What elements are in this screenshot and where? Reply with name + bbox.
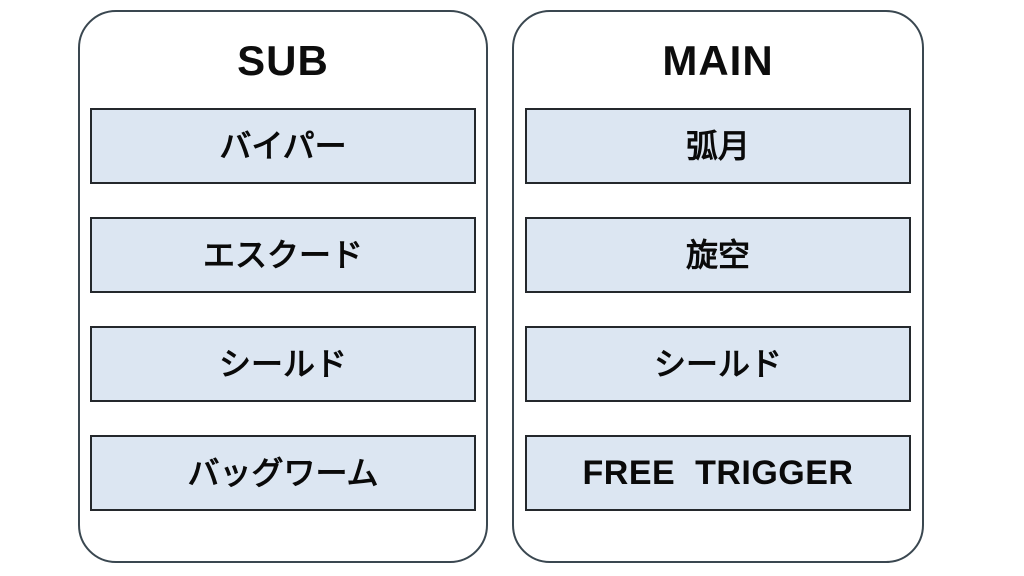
slot-sub-1[interactable]: バイパー	[90, 108, 476, 184]
panel-title-sub: SUB	[237, 37, 329, 84]
slot-list-main: 弧月 旋空 シールド FREE TRIGGER	[514, 108, 922, 511]
panel-sub: SUB バイパー エスクード シールド バッグワーム	[78, 10, 488, 563]
slot-label-main-3: シールド	[653, 346, 782, 382]
slot-label-sub-2: エスクード	[202, 237, 363, 273]
slot-label-main-4: FREE TRIGGER	[582, 454, 854, 492]
slot-main-4[interactable]: FREE TRIGGER	[525, 435, 911, 511]
slot-main-3[interactable]: シールド	[525, 326, 911, 402]
slot-main-1[interactable]: 弧月	[525, 108, 911, 184]
slot-label-main-2: 旋空	[685, 237, 750, 273]
slot-main-2[interactable]: 旋空	[525, 217, 911, 293]
slot-label-sub-3: シールド	[218, 346, 347, 382]
slot-sub-4[interactable]: バッグワーム	[90, 435, 476, 511]
slot-list-sub: バイパー エスクード シールド バッグワーム	[80, 108, 486, 511]
slot-label-sub-4: バッグワーム	[187, 455, 379, 491]
slot-label-main-1: 弧月	[685, 128, 750, 164]
panel-title-main: MAIN	[662, 37, 774, 84]
slot-sub-2[interactable]: エスクード	[90, 217, 476, 293]
slot-label-sub-1: バイパー	[219, 128, 347, 164]
slot-sub-3[interactable]: シールド	[90, 326, 476, 402]
panel-main: MAIN 弧月 旋空 シールド FREE TRIGGER	[512, 10, 924, 563]
